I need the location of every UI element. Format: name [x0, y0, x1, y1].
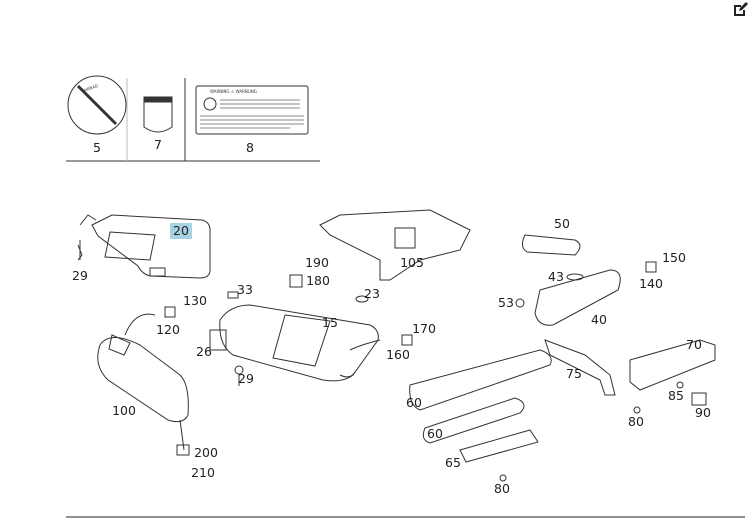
svg-text:AIRBAG: AIRBAG	[83, 83, 99, 93]
callout[interactable]: 160	[386, 347, 410, 362]
callout[interactable]: 29	[72, 268, 88, 283]
switch-module	[629, 339, 716, 391]
callout[interactable]: 210	[191, 465, 215, 480]
callout[interactable]: 50	[554, 216, 570, 231]
callout[interactable]: 40	[591, 312, 607, 327]
bracket	[544, 339, 616, 396]
callout[interactable]: 140	[639, 276, 663, 291]
label-number: 8	[246, 140, 254, 155]
label-plate	[691, 392, 707, 406]
callout[interactable]: 65	[445, 455, 461, 470]
label-number: 5	[93, 140, 101, 155]
callout[interactable]: 60	[406, 395, 422, 410]
callout[interactable]: 180	[306, 273, 330, 288]
callout[interactable]: 90	[695, 405, 711, 420]
screws	[77, 244, 684, 482]
callout[interactable]: 15	[322, 315, 338, 330]
callout[interactable]: 70	[686, 337, 702, 352]
reading-lamp	[534, 269, 621, 326]
callout[interactable]: 43	[548, 269, 564, 284]
callout[interactable]: 85	[668, 388, 684, 403]
callout[interactable]: 105	[400, 255, 424, 270]
callout[interactable]: 170	[412, 321, 436, 336]
callout[interactable]: 33	[237, 282, 253, 297]
callout[interactable]: 120	[156, 322, 180, 337]
callout[interactable]: 80	[494, 481, 510, 496]
sun-visor-right	[219, 304, 381, 382]
console-rail	[409, 349, 552, 463]
callout[interactable]: 100	[112, 403, 136, 418]
airbag-sticker: AIRBAG	[67, 75, 127, 135]
callout[interactable]: 130	[183, 293, 207, 308]
callout[interactable]: 26	[196, 344, 212, 359]
labels-panel: AIRBAG WARNING ⚠ WARNUNG	[66, 75, 320, 162]
callout[interactable]: 53	[498, 295, 514, 310]
callout[interactable]: 190	[305, 255, 329, 270]
edit-icon[interactable]	[732, 2, 748, 18]
lamp-cover	[521, 234, 581, 256]
bulb	[355, 273, 584, 303]
svg-text:WARNING ⚠ WARNUNG: WARNING ⚠ WARNUNG	[210, 89, 257, 94]
callout[interactable]: 150	[662, 250, 686, 265]
label-number: 7	[154, 137, 162, 152]
callout[interactable]: 23	[364, 286, 380, 301]
grab-handle-bracket	[319, 209, 471, 281]
callout[interactable]: 80	[628, 414, 644, 429]
callout[interactable]: 29	[238, 371, 254, 386]
warning-sticker-large: WARNING ⚠ WARNUNG	[195, 85, 309, 135]
connectors	[164, 261, 657, 456]
warning-sticker-small	[143, 96, 173, 133]
callout[interactable]: 75	[566, 366, 582, 381]
callout[interactable]: 200	[194, 445, 218, 460]
callout[interactable]: 60	[427, 426, 443, 441]
callout-20-highlighted[interactable]: 20	[170, 223, 192, 239]
